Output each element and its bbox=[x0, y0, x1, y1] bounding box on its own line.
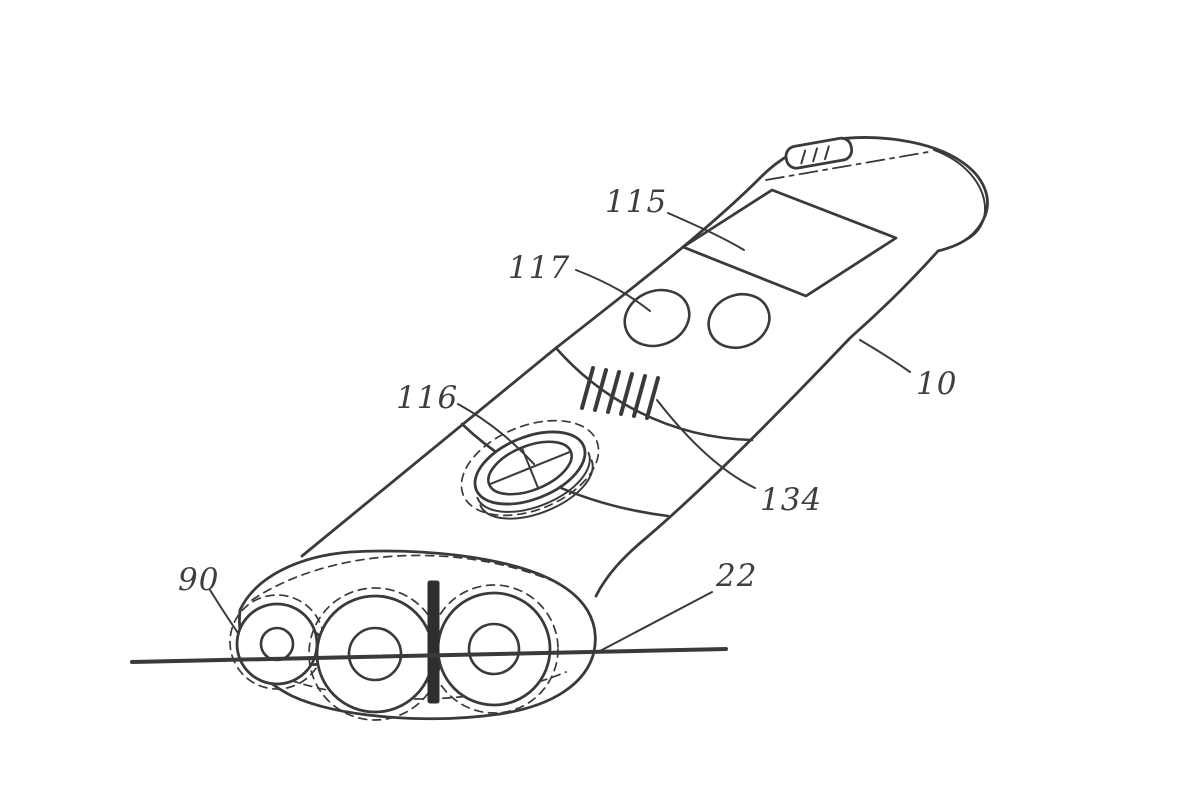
dial-hidden-outline bbox=[460, 419, 600, 517]
leader-device bbox=[859, 339, 911, 373]
leader-grille bbox=[656, 399, 756, 489]
cutter-right-inner bbox=[467, 622, 521, 676]
cutter-right bbox=[429, 584, 559, 714]
ref-label-display: 115 bbox=[605, 184, 667, 220]
leader-display bbox=[667, 212, 745, 251]
cutter-left-outer bbox=[235, 602, 319, 686]
display-screen bbox=[681, 188, 898, 298]
button-right bbox=[707, 292, 771, 350]
cap-clip-hatch bbox=[800, 145, 830, 165]
cutter-middle-inner bbox=[347, 626, 403, 682]
head-hidden-top bbox=[251, 554, 561, 601]
leader-buttons bbox=[575, 269, 651, 312]
grille-line bbox=[645, 376, 660, 420]
ref-label-head: 90 bbox=[178, 562, 219, 598]
ref-label-grille: 134 bbox=[760, 482, 822, 518]
mode-dial bbox=[460, 419, 600, 520]
grille-line bbox=[606, 370, 621, 414]
ref-label-dial: 116 bbox=[396, 380, 458, 416]
button-left bbox=[623, 288, 691, 348]
speaker-grille bbox=[580, 366, 660, 420]
cap-clip bbox=[784, 136, 854, 170]
grille-line bbox=[632, 374, 647, 418]
cutter-right-outer bbox=[436, 591, 552, 707]
grille-line bbox=[580, 366, 595, 410]
ref-label-buttons: 117 bbox=[508, 250, 570, 286]
trimmer-bar bbox=[427, 580, 440, 704]
panel-seam-upper bbox=[554, 346, 754, 442]
dial-lower-rim bbox=[476, 451, 591, 513]
cap-edge-line bbox=[933, 149, 987, 241]
cap-hidden-line bbox=[765, 151, 929, 181]
leader-dial bbox=[457, 403, 535, 465]
skin-surface-line bbox=[130, 647, 728, 664]
ref-label-device: 10 bbox=[916, 366, 957, 402]
ref-label-surface: 22 bbox=[715, 558, 757, 594]
dial-rim-arc bbox=[479, 459, 594, 520]
grille-line bbox=[593, 368, 608, 412]
grille-line bbox=[619, 372, 634, 416]
leader-surface bbox=[599, 591, 713, 652]
leader-head bbox=[209, 589, 239, 634]
